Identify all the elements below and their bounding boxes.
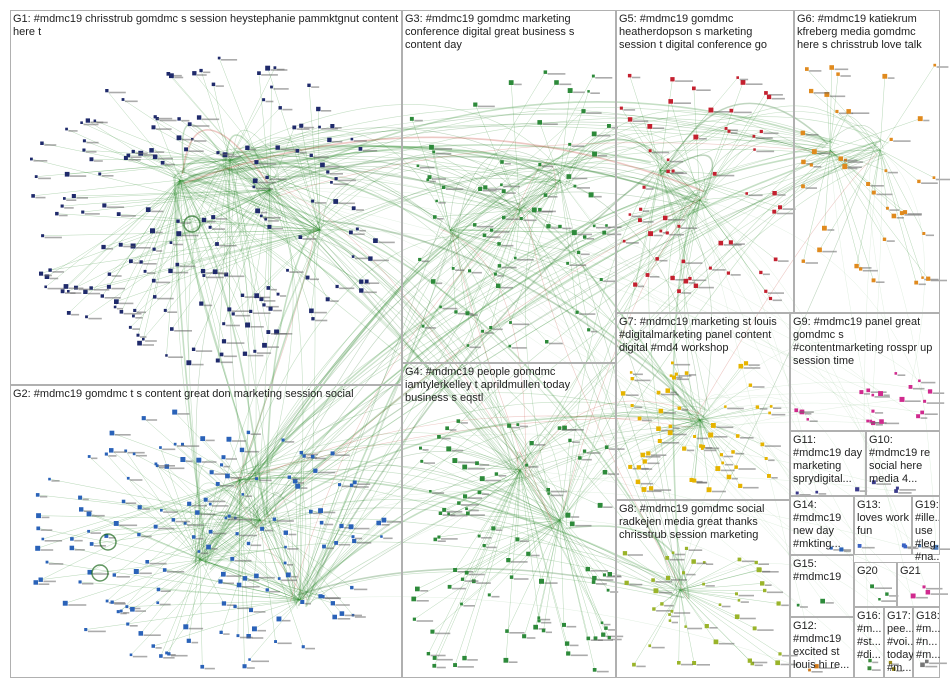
group-box-g17: G17: pee... #voi... today #m... [884, 607, 913, 678]
group-label-g19: G19: #ille... use #leg... #na... [915, 499, 939, 564]
group-label-g9: G9: #mdmc19 panel great gomdmc s #conten… [793, 316, 937, 368]
group-label-g20: G20 [857, 565, 896, 578]
group-label-g11: G11: #mdmc19 day marketing sprydigital..… [793, 434, 863, 486]
group-box-g19: G19: #ille... use #leg... #na... [912, 496, 940, 555]
group-box-g2: G2: #mdmc19 gomdmc t s content great don… [10, 385, 402, 678]
group-box-g20: G20 [854, 562, 897, 607]
group-label-g15: G15: #mdmc19 [793, 558, 851, 584]
group-box-g5: G5: #mdmc19 gomdmc heatherdopson s marke… [616, 10, 794, 313]
group-box-g14: G14: #mdmc19 new day #mkting... [790, 496, 854, 555]
group-label-g6: G6: #mdmc19 katiekrum kfreberg media gom… [797, 13, 937, 52]
group-box-g13: G13: loves work fun [854, 496, 912, 555]
group-label-g17: G17: pee... #voi... today #m... [887, 610, 913, 675]
group-label-g8: G8: #mdmc19 gomdmc social radkejen media… [619, 503, 787, 542]
group-label-g3: G3: #mdmc19 gomdmc marketing conference … [405, 13, 613, 52]
group-label-g1: G1: #mdmc19 chrisstrub gomdmc s session … [13, 13, 399, 39]
group-box-g6: G6: #mdmc19 katiekrum kfreberg media gom… [794, 10, 940, 313]
group-label-g18: G18: #m... #n... #m... [916, 610, 940, 662]
group-box-g12: G12: #mdmc19 excited st louis hi re... [790, 617, 854, 678]
group-label-g5: G5: #mdmc19 gomdmc heatherdopson s marke… [619, 13, 791, 52]
group-box-g10: G10: #mdmc19 re social here media 4... [866, 431, 940, 496]
group-box-g1: G1: #mdmc19 chrisstrub gomdmc s session … [10, 10, 402, 385]
group-box-g9: G9: #mdmc19 panel great gomdmc s #conten… [790, 313, 940, 431]
group-box-g4: G4: #mdmc19 people gomdmc iamtylerkelley… [402, 363, 616, 678]
group-box-g7: G7: #mdmc19 marketing st louis #digitalm… [616, 313, 790, 500]
group-box-g3: G3: #mdmc19 gomdmc marketing conference … [402, 10, 616, 363]
group-label-g16: G16: #m... #st... #di... [857, 610, 884, 662]
group-label-g4: G4: #mdmc19 people gomdmc iamtylerkelley… [405, 366, 613, 405]
group-box-g11: G11: #mdmc19 day marketing sprydigital..… [790, 431, 866, 496]
node-label-mark [939, 548, 950, 550]
group-label-g12: G12: #mdmc19 excited st louis hi re... [793, 620, 851, 672]
group-box-g15: G15: #mdmc19 [790, 555, 854, 617]
group-box-g8: G8: #mdmc19 gomdmc social radkejen media… [616, 500, 790, 678]
group-label-g13: G13: loves work fun [857, 499, 909, 538]
group-label-g10: G10: #mdmc19 re social here media 4... [869, 434, 937, 486]
group-label-g14: G14: #mdmc19 new day #mkting... [793, 499, 851, 551]
group-box-g18: G18: #m... #n... #m... [913, 607, 940, 678]
group-label-g7: G7: #mdmc19 marketing st louis #digitalm… [619, 316, 787, 355]
group-label-g21: G21 [900, 565, 939, 578]
group-label-g2: G2: #mdmc19 gomdmc t s content great don… [13, 388, 399, 401]
group-box-g16: G16: #m... #st... #di... [854, 607, 884, 678]
group-box-g21: G21 [897, 562, 940, 607]
